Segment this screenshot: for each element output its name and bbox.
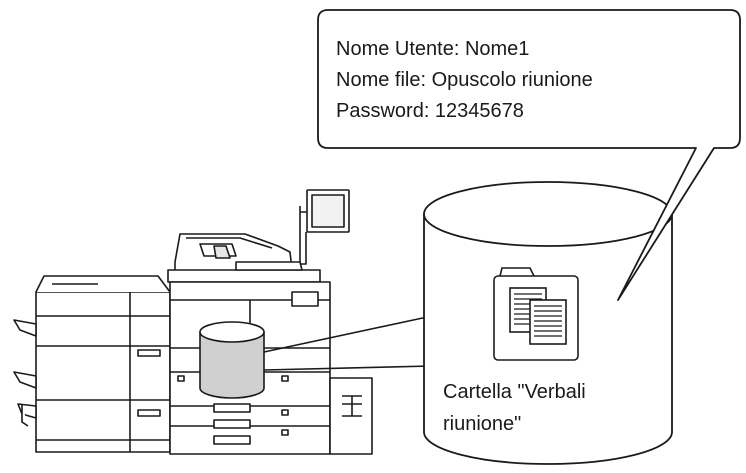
side-cabinet [329,377,373,455]
connector-lines [263,315,433,371]
output-tray-section [13,275,171,453]
folder-label-line-1: Cartella "Verbali [443,381,586,403]
bubble-line-file-name: Nome file: Opuscolo riunione [336,69,593,91]
folder-label-line-2: riunione" [443,413,521,435]
hard-disk-icon [199,321,265,399]
control-panel-icon [299,189,350,265]
multifunction-printer-icon [13,189,373,455]
bubble-line-password: Password: 12345678 [336,100,524,122]
documents-icon [509,287,567,345]
bubble-line-user-name: Nome Utente: Nome1 [336,38,529,60]
speech-bubble: Nome Utente: Nome1 Nome file: Opuscolo r… [317,9,741,301]
